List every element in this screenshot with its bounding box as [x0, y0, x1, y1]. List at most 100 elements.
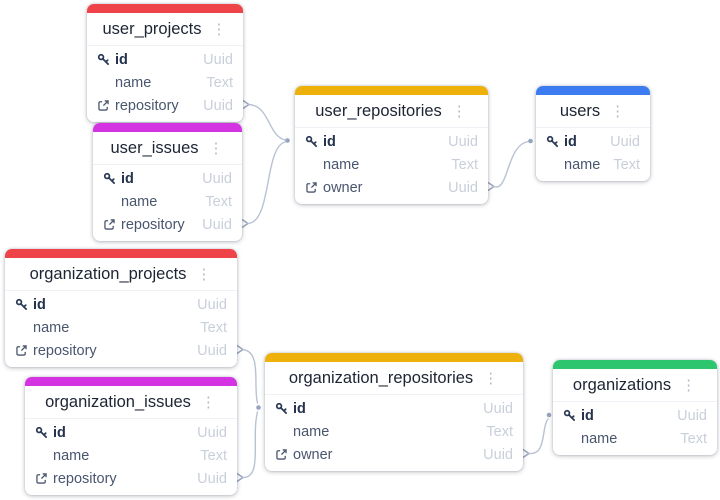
table-card-user-projects[interactable]: user_projects ⋮ id Uuid name Text [87, 4, 243, 122]
field-row-repository[interactable]: repository Uuid [87, 94, 243, 117]
field-row-name[interactable]: name Text [553, 427, 717, 450]
field-list: id Uuid name Text [536, 128, 650, 181]
table-header: organization_repositories ⋮ [265, 362, 523, 395]
kebab-menu-icon[interactable]: ⋮ [211, 20, 227, 38]
field-list: id Uuid name Text owner Uuid [295, 128, 488, 204]
external-link-icon [275, 448, 293, 461]
table-header: user_repositories ⋮ [295, 95, 488, 128]
relation-source-chevron-icon [241, 218, 250, 229]
field-type: Text [613, 156, 640, 173]
external-link-icon [305, 181, 323, 194]
field-type: Text [205, 193, 232, 210]
field-row-owner[interactable]: owner Uuid [265, 443, 523, 466]
field-name: id [53, 424, 66, 441]
field-name: repository [33, 342, 97, 359]
field-name: repository [121, 216, 185, 233]
field-row-name[interactable]: name Text [93, 190, 242, 213]
relation-target-dot [285, 138, 290, 143]
field-type: Text [200, 319, 227, 336]
field-type: Uuid [197, 470, 227, 487]
relation-source-chevron-icon [236, 344, 245, 355]
field-name: name [323, 156, 360, 173]
field-row-id[interactable]: id Uuid [265, 397, 523, 420]
field-type: Uuid [448, 133, 478, 150]
key-icon [15, 298, 33, 311]
field-row-name[interactable]: name Text [265, 420, 523, 443]
field-row-name[interactable]: name Text [87, 71, 243, 94]
field-type: Uuid [483, 446, 513, 463]
field-row-id[interactable]: id Uuid [5, 293, 237, 316]
field-type: Uuid [448, 179, 478, 196]
field-row-id[interactable]: id Uuid [93, 167, 242, 190]
table-card-organization-projects[interactable]: organization_projects ⋮ id Uuid name Tex… [5, 249, 237, 367]
relation-source-chevron-icon [236, 472, 245, 483]
field-row-name[interactable]: name Text [5, 316, 237, 339]
table-accent-bar [87, 4, 243, 13]
relation-source-chevron-icon [242, 99, 251, 110]
field-type: Uuid [197, 296, 227, 313]
kebab-menu-icon[interactable]: ⋮ [610, 102, 626, 120]
field-row-id[interactable]: id Uuid [295, 130, 488, 153]
field-name: owner [323, 179, 363, 196]
kebab-menu-icon[interactable]: ⋮ [200, 393, 216, 411]
table-accent-bar [553, 360, 717, 369]
relation-user-issues-to-user-repositories [247, 141, 286, 225]
field-row-id[interactable]: id Uuid [87, 48, 243, 71]
table-card-organizations[interactable]: organizations ⋮ id Uuid name Text [553, 360, 717, 455]
table-card-user-issues[interactable]: user_issues ⋮ id Uuid name Text [93, 123, 242, 241]
key-icon [546, 135, 564, 148]
kebab-menu-icon[interactable]: ⋮ [196, 265, 212, 283]
field-list: id Uuid name Text repository Uuid [5, 291, 237, 367]
relation-organization-repositories-to-organizations [528, 418, 549, 455]
field-name: name [115, 74, 152, 91]
kebab-menu-icon[interactable]: ⋮ [208, 139, 224, 157]
relation-user-repositories-to-users [493, 140, 529, 188]
field-row-name[interactable]: name Text [536, 153, 650, 176]
field-row-repository[interactable]: repository Uuid [5, 339, 237, 362]
field-type: Uuid [203, 97, 233, 114]
field-type: Uuid [202, 216, 232, 233]
kebab-menu-icon[interactable]: ⋮ [483, 369, 499, 387]
table-accent-bar [93, 123, 242, 132]
table-card-organization-issues[interactable]: organization_issues ⋮ id Uuid name Text [25, 377, 237, 495]
kebab-menu-icon[interactable]: ⋮ [681, 376, 697, 394]
field-row-owner[interactable]: owner Uuid [295, 176, 488, 199]
key-icon [563, 409, 581, 422]
table-title: users [559, 101, 601, 120]
table-title: user_repositories [315, 101, 442, 120]
field-row-name[interactable]: name Text [25, 444, 237, 467]
field-list: id Uuid name Text repository Uuid [87, 46, 243, 122]
field-name: name [293, 423, 330, 440]
relation-target-dot [528, 138, 533, 144]
field-name: name [33, 319, 70, 336]
field-name: id [33, 296, 46, 313]
field-row-name[interactable]: name Text [295, 153, 488, 176]
field-row-id[interactable]: id Uuid [25, 421, 237, 444]
table-title: user_projects [102, 19, 202, 38]
field-row-repository[interactable]: repository Uuid [93, 213, 242, 236]
kebab-menu-icon[interactable]: ⋮ [451, 102, 467, 120]
field-row-repository[interactable]: repository Uuid [25, 467, 237, 490]
field-row-id[interactable]: id Uuid [553, 404, 717, 427]
field-row-id[interactable]: id Uuid [536, 130, 650, 153]
field-list: id Uuid name Text owner Uuid [265, 395, 523, 471]
relation-source-chevron-icon [487, 181, 496, 192]
field-name: repository [115, 97, 179, 114]
field-name: id [323, 133, 336, 150]
field-name: id [115, 51, 128, 68]
relation-organization-issues-to-organization-repositories [242, 411, 259, 479]
table-card-organization-repositories[interactable]: organization_repositories ⋮ id Uuid name… [265, 353, 523, 471]
relation-user-projects-to-user-repositories [248, 103, 286, 141]
key-icon [35, 426, 53, 439]
relation-target-dot [256, 405, 261, 410]
table-card-user-repositories[interactable]: user_repositories ⋮ id Uuid name Text [295, 86, 488, 204]
table-card-users[interactable]: users ⋮ id Uuid name Text [536, 86, 650, 181]
field-list: id Uuid name Text [553, 402, 717, 455]
external-link-icon [97, 99, 115, 112]
table-accent-bar [265, 353, 523, 362]
key-icon [275, 402, 293, 415]
field-name: name [581, 430, 618, 447]
relation-target-dot [546, 412, 552, 418]
field-type: Text [451, 156, 478, 173]
field-type: Uuid [483, 400, 513, 417]
